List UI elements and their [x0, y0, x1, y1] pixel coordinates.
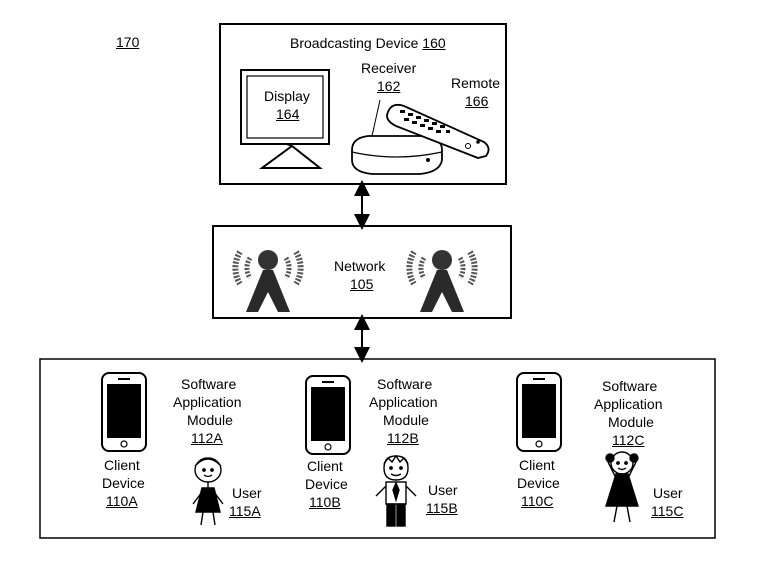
receiver-ref: 162 — [377, 78, 401, 94]
client-b-device-line-1: Client — [307, 458, 343, 474]
client-device-icon-b — [305, 375, 351, 455]
client-c-device-line-1: Client — [519, 457, 555, 473]
client-c-user-ref: 115C — [651, 503, 684, 519]
client-c-module-ref: 112C — [612, 432, 645, 448]
client-b-module-line-3: Module — [383, 412, 429, 428]
client-b-user-label: User — [428, 482, 458, 498]
client-b-device-line-2: Device — [305, 476, 348, 492]
client-a-device-ref: 110A — [106, 493, 138, 509]
client-a-device-line-2: Device — [102, 475, 145, 491]
user-a-girl-icon — [192, 457, 224, 526]
display-label: Display — [264, 88, 310, 104]
figure-ref: 170 — [116, 34, 140, 50]
remote-ref: 166 — [465, 93, 489, 109]
receiver-label: Receiver — [361, 60, 417, 76]
broadcast-tower-icon-right — [406, 250, 478, 312]
client-a-module-line-3: Module — [187, 412, 233, 428]
client-c-module-line-1: Software — [602, 378, 658, 394]
user-b-boy-icon — [375, 454, 417, 527]
client-b-module-line-2: Application — [369, 394, 438, 410]
client-device-icon-a — [101, 372, 147, 452]
client-a-user-label: User — [232, 485, 262, 501]
client-a-module-ref: 112A — [191, 430, 223, 446]
clients-box — [39, 358, 716, 539]
display-icon — [240, 69, 330, 169]
client-a-device-line-1: Client — [104, 457, 140, 473]
network-label: Network — [334, 258, 386, 274]
display-ref: 164 — [276, 106, 300, 122]
client-a-user-ref: 115A — [229, 503, 261, 519]
client-a-module-line-1: Software — [181, 376, 237, 392]
client-b-user-ref: 115B — [426, 500, 458, 516]
client-c-module-line-3: Module — [608, 414, 654, 430]
broadcast-tower-icon-left — [232, 250, 304, 312]
broadcasting-device-title: Broadcasting Device 160 — [290, 34, 446, 52]
broadcasting-device-label: Broadcasting Device — [290, 35, 419, 51]
client-c-device-line-2: Device — [517, 475, 560, 491]
client-b-device-ref: 110B — [309, 494, 341, 510]
receiver-icon — [351, 99, 443, 175]
network-ref: 105 — [350, 276, 374, 292]
remote-icon — [386, 103, 490, 159]
broadcasting-device-ref: 160 — [422, 35, 446, 51]
remote-label: Remote — [451, 75, 501, 91]
client-c-device-ref: 110C — [521, 493, 554, 509]
client-b-module-line-1: Software — [377, 376, 433, 392]
user-c-girl-dancing-icon — [605, 451, 639, 523]
client-device-icon-c — [516, 372, 562, 452]
client-c-module-line-2: Application — [594, 396, 663, 412]
client-a-module-line-2: Application — [173, 394, 242, 410]
client-c-user-label: User — [653, 485, 683, 501]
client-b-module-ref: 112B — [387, 430, 419, 446]
